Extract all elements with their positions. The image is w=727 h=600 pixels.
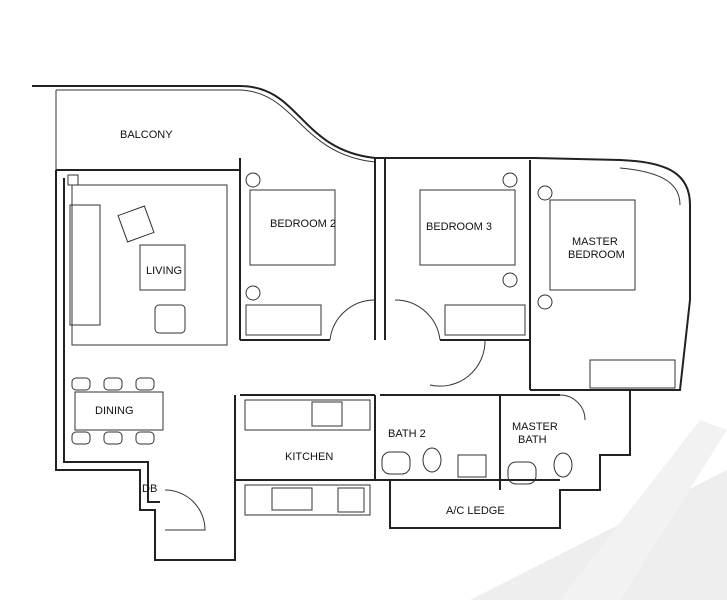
room-label-bedroom-2: BEDROOM 2 (270, 218, 336, 230)
room-label-db: DB (142, 483, 157, 495)
watermark-shape (560, 420, 727, 600)
beds (245, 172, 676, 389)
room-label-balcony: BALCONY (120, 129, 173, 141)
room-label-bath-2: BATH 2 (388, 428, 426, 440)
room-label-ac-ledge: A/C LEDGE (446, 505, 505, 517)
dining-furniture (71, 377, 164, 445)
room-label-living: LIVING (146, 265, 182, 277)
room-label-kitchen: KITCHEN (285, 451, 333, 463)
room-label-master-bath-1: MASTER (512, 421, 558, 433)
room-label-master-bedroom-2: BEDROOM (568, 249, 625, 261)
balcony (32, 85, 470, 170)
doors (164, 299, 586, 531)
room-label-bedroom-3: BEDROOM 3 (426, 221, 492, 233)
bath-fixtures (381, 447, 573, 485)
room-label-master-bedroom-1: MASTER (572, 236, 618, 248)
outer-walls (55, 157, 691, 561)
room-label-dining: DINING (95, 405, 134, 417)
room-label-master-bath-2: BATH (518, 434, 547, 446)
kitchen-fixtures (244, 399, 371, 516)
living-furniture (67, 174, 228, 346)
